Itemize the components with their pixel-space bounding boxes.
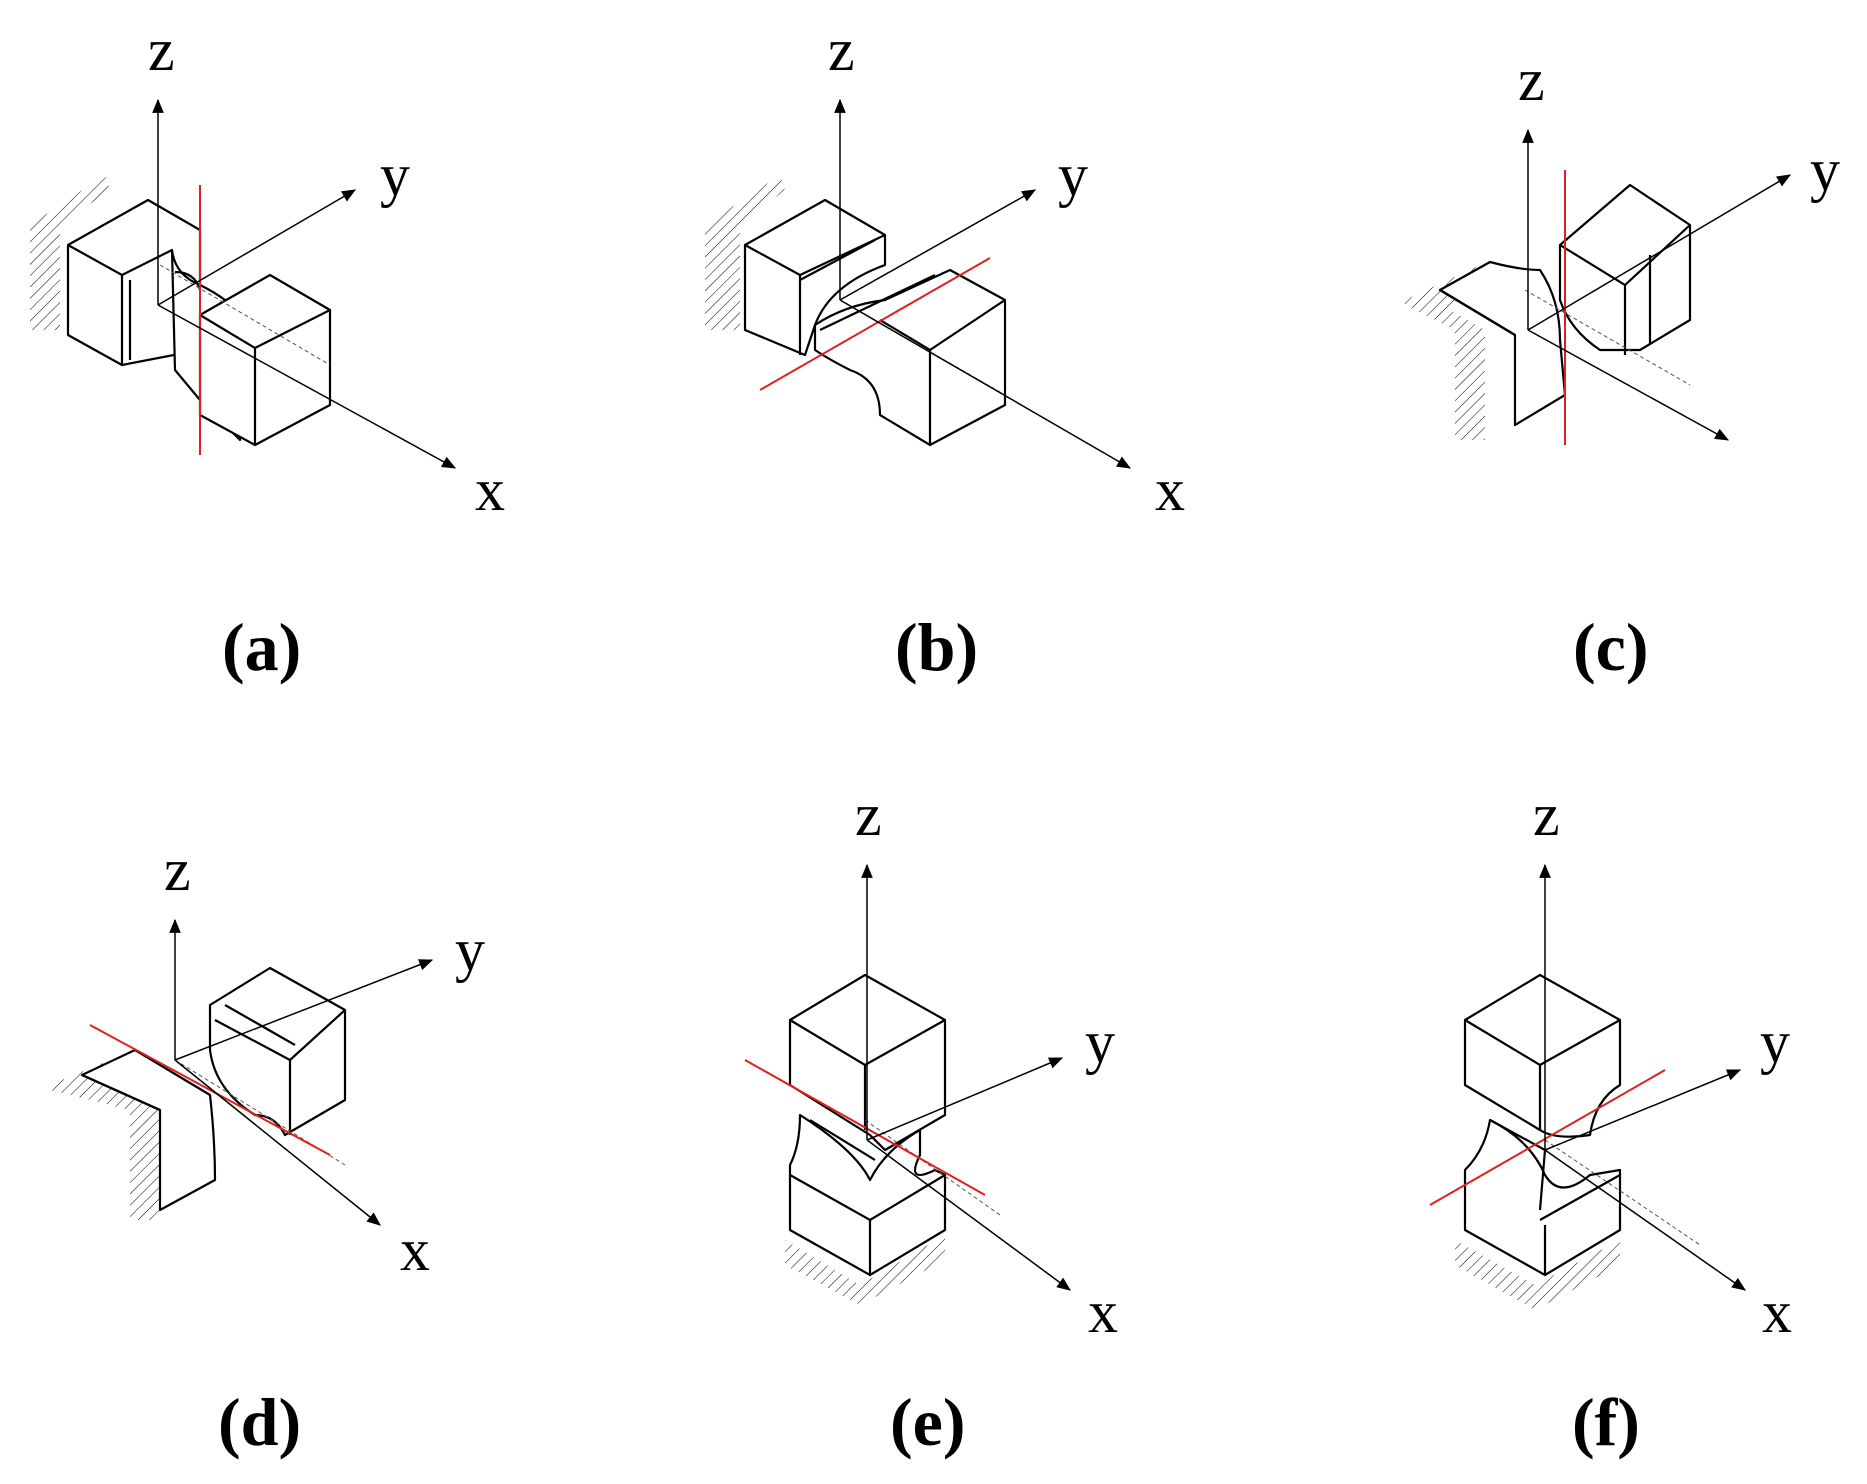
specimen-c: [1438, 183, 1692, 427]
z-label-a: z: [148, 17, 175, 83]
specimen-b: [743, 198, 1007, 447]
y-label-f: y: [1760, 1009, 1790, 1075]
y-axis-b: [839, 189, 1037, 301]
panel-label-d: (d): [218, 1384, 301, 1460]
fixed-support-hatch-e: [785, 1235, 945, 1305]
panel-label-c: (c): [1573, 609, 1648, 685]
x-axis-e: [866, 1139, 1071, 1291]
panel-c: z y (c): [1405, 47, 1840, 685]
rotation-axis-b: [759, 257, 991, 391]
y-axis-d: [174, 959, 434, 1061]
fixed-support-hatch-a: [30, 175, 110, 330]
x-axis-d: [174, 1059, 381, 1226]
panel-d: z y x (d): [50, 837, 485, 1460]
specimen-a: [66, 198, 332, 447]
y-axis-a: [157, 189, 357, 306]
y-axis-e: [866, 1057, 1064, 1141]
y-axis-f: [1544, 1069, 1742, 1151]
z-label-c: z: [1518, 47, 1545, 113]
x-axis-a: [157, 304, 457, 469]
fixed-support-hatch-b: [705, 175, 785, 330]
y-axis-c: [1527, 174, 1792, 331]
panel-a: z y x (a): [30, 17, 505, 685]
rotation-axis-e: [744, 1059, 986, 1196]
x-axis-f: [1544, 1149, 1746, 1291]
specimen-f: [1463, 973, 1622, 1277]
panel-f: z y x (f): [1429, 782, 1792, 1460]
y-label-b: y: [1058, 142, 1088, 208]
rotation-axis-d: [89, 1024, 331, 1156]
panel-label-e: (e): [890, 1384, 965, 1460]
panel-e: z y x (e): [744, 782, 1118, 1460]
x-label-d: x: [400, 1217, 430, 1283]
y-label-a: y: [380, 142, 410, 208]
z-label-b: z: [828, 17, 855, 83]
z-label-f: z: [1533, 782, 1560, 848]
x-label-f: x: [1762, 1279, 1792, 1345]
z-label-d: z: [164, 837, 191, 903]
rotation-axis-f: [1429, 1069, 1666, 1206]
x-axis-c: [1527, 329, 1730, 441]
y-label-e: y: [1085, 1009, 1115, 1075]
x-axis-b: [839, 299, 1132, 469]
x-label-b: x: [1155, 457, 1185, 523]
panel-label-f: (f): [1572, 1384, 1640, 1460]
panel-label-b: (b): [895, 609, 978, 685]
fixed-support-hatch-d: [50, 1060, 160, 1220]
panel-label-a: (a): [222, 609, 301, 685]
y-label-c: y: [1810, 137, 1840, 203]
x-label-e: x: [1088, 1279, 1118, 1345]
fixed-support-hatch-c: [1405, 265, 1485, 440]
panel-b: z y x (b): [705, 17, 1185, 685]
y-label-d: y: [455, 917, 485, 983]
x-label-a: x: [475, 457, 505, 523]
z-label-e: z: [855, 782, 882, 848]
specimen-d: [80, 966, 347, 1212]
fixed-support-hatch-f: [1455, 1240, 1620, 1310]
